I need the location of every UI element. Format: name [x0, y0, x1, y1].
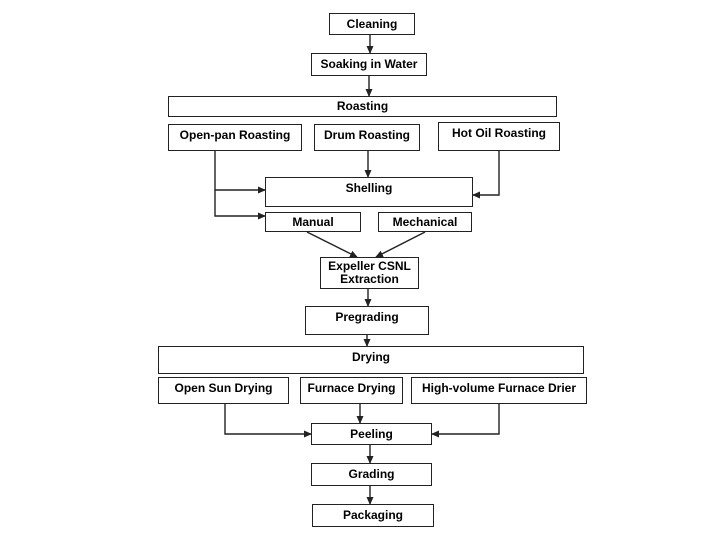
arrow-manual-to-expeller — [306, 231, 358, 258]
mechanical-box: Mechanical — [378, 212, 472, 232]
open-pan-roasting-box: Open-pan Roasting — [168, 124, 302, 151]
open-sun-drying-box: Open Sun Drying — [158, 377, 289, 404]
manual-box: Manual — [265, 212, 361, 232]
grading-box: Grading — [311, 463, 432, 486]
high-volume-furnace-drier-box: High-volume Furnace Drier — [411, 377, 587, 404]
drum-roasting-box: Drum Roasting — [314, 124, 420, 151]
peeling-box: Peeling — [311, 423, 432, 445]
packaging-box: Packaging — [312, 504, 434, 527]
cleaning-box: Cleaning — [329, 13, 415, 35]
arrow-open-pan-to-shelling — [214, 151, 266, 194]
expeller-csnl-extraction-box: Expeller CSNL Extraction — [320, 257, 419, 289]
drying-box: Drying — [158, 346, 584, 374]
soaking-in-water-box: Soaking in Water — [311, 53, 427, 76]
arrow-mechanical-to-expeller — [375, 231, 426, 258]
arrow-open-pan-to-manual — [214, 190, 266, 220]
arrow-open-sun-to-peeling — [224, 404, 312, 438]
hot-oil-roasting-box: Hot Oil Roasting — [438, 122, 560, 151]
roasting-box: Roasting — [168, 96, 557, 117]
pregrading-box: Pregrading — [305, 306, 429, 335]
arrow-hot-oil-to-shelling — [472, 151, 500, 199]
arrow-high-volume-to-peeling — [431, 404, 500, 438]
furnace-drying-box: Furnace Drying — [300, 377, 403, 404]
shelling-box: Shelling — [265, 177, 473, 207]
